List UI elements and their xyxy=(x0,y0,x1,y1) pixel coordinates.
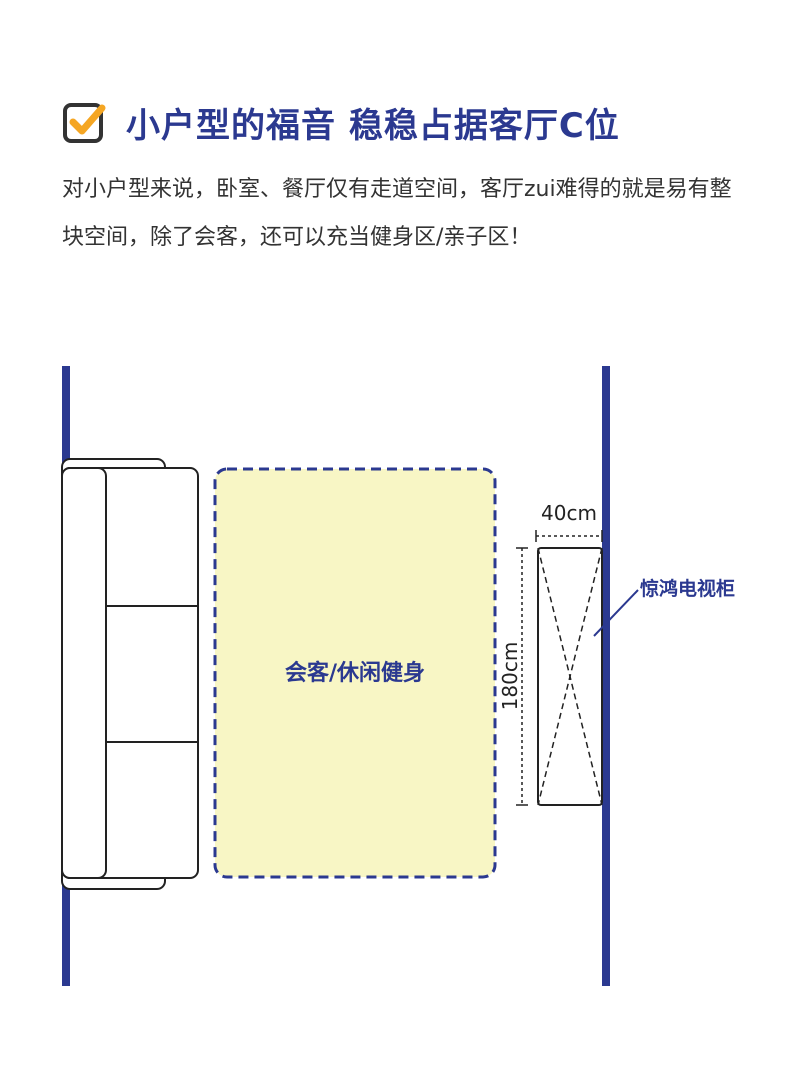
activity-zone xyxy=(213,467,497,879)
tv-cabinet xyxy=(537,547,603,806)
intro-paragraph: 对小户型来说，卧室、餐厅仅有走道空间，客厅zui难得的就是易有整块空间，除了会客… xyxy=(62,177,732,250)
cabinet-width-label: 40cm xyxy=(541,501,597,525)
cabinet-width-dimension: 40cm xyxy=(535,501,603,542)
cabinet-callout-line xyxy=(593,589,639,637)
cabinet-length-label: 180cm xyxy=(498,642,522,711)
cabinet-callout-label: 惊鸿电视柜 xyxy=(640,577,735,600)
floor-plan-diagram: 会客/休闲健身 40cm 180cm 惊鸿电视柜 xyxy=(61,366,735,986)
checkbox-checked-icon xyxy=(63,103,106,143)
right-wall xyxy=(602,366,610,986)
heading-row: 小户型的福音 稳稳占据客厅C位 xyxy=(62,96,620,148)
sofa xyxy=(61,458,199,890)
activity-zone-label: 会客/休闲健身 xyxy=(285,660,425,686)
tv-cabinet-diagonal-2 xyxy=(537,547,603,806)
sofa-backrest xyxy=(61,467,107,879)
page-title: 小户型的福音 稳稳占据客厅C位 xyxy=(126,105,620,146)
cabinet-length-dimension: 180cm xyxy=(498,547,528,806)
